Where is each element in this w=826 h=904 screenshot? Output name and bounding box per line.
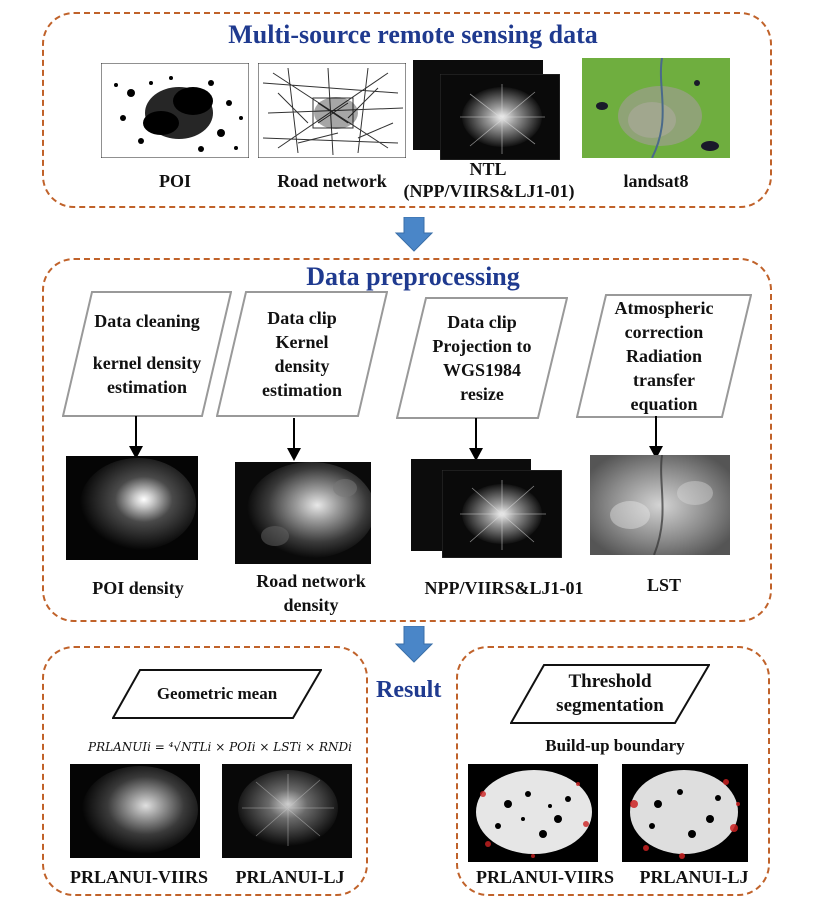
geometric-mean-label: Geometric mean <box>156 684 278 703</box>
down-arrow-icon <box>394 217 434 252</box>
threshold-segmentation-box: Threshold segmentation <box>510 664 710 724</box>
arrow-step1-icon <box>129 416 143 459</box>
result-right-panel <box>456 646 770 896</box>
road-density-label-line1: Road network <box>256 571 366 591</box>
step4-line4: transfer <box>633 370 695 390</box>
step2-line1: Data clip <box>267 308 337 328</box>
step4-line2: correction <box>624 322 704 342</box>
threshold-lj-image <box>622 764 748 862</box>
road-density-label-line2: density <box>283 595 339 615</box>
step-data-clip-kernel: Data clip Kernel density estimation <box>216 291 388 417</box>
road-network-image <box>258 63 406 158</box>
poi-image <box>101 63 249 158</box>
build-up-boundary-label: Build-up boundary <box>545 736 685 755</box>
down-arrow-icon-2 <box>394 626 434 663</box>
poi-density-image <box>66 456 198 560</box>
ntl-image-front <box>440 74 560 160</box>
step4-line5: equation <box>630 394 698 414</box>
multi-source-title: Multi-source remote sensing data <box>228 20 598 49</box>
step2-line3: density <box>274 356 330 376</box>
step-atmospheric-correction: Atmospheric correction Radiation transfe… <box>576 294 752 418</box>
step1-line4: estimation <box>106 377 187 397</box>
threshold-line2: segmentation <box>556 695 664 716</box>
left-out2-label: PRLANUI-LJ <box>235 867 345 887</box>
arrow-step2-icon <box>287 418 301 461</box>
step3-line4: resize <box>460 384 504 404</box>
step-data-cleaning: Data cleaning kernel density estimation <box>62 291 232 417</box>
prlanui-formula: PRLANUIi = ⁴√NTLi × POIi × LSTi × RNDi <box>88 740 352 754</box>
road-density-image <box>235 462 371 564</box>
threshold-line1: Threshold <box>568 671 652 692</box>
step3-line2: Projection to <box>432 336 532 356</box>
result-label: Result <box>376 677 442 703</box>
step1-line1: Data cleaning <box>94 311 200 331</box>
preprocessing-title: Data preprocessing <box>306 262 520 291</box>
ntl-label-line2: (NPP/VIIRS&LJ1-01) <box>403 181 575 201</box>
result-left-panel <box>42 646 368 896</box>
arrow-step4-icon <box>649 416 663 459</box>
lst-label: LST <box>646 575 682 595</box>
step2-line2: Kernel <box>275 332 329 352</box>
step1-line3: kernel density <box>92 353 202 373</box>
ntl-label-line1: NTL <box>469 159 507 179</box>
road-network-label: Road network <box>277 171 387 191</box>
prlanui-viirs-image <box>70 764 200 858</box>
step-data-clip-projection: Data clip Projection to WGS1984 resize <box>396 297 568 419</box>
preprocessing-panel <box>42 258 772 622</box>
ntl-preprocessed-label: NPP/VIIRS&LJ1-01 <box>424 578 584 598</box>
poi-label: POI <box>158 171 191 191</box>
landsat8-image <box>582 58 730 158</box>
arrow-step3-icon <box>469 418 483 461</box>
step3-line3: WGS1984 <box>442 360 521 380</box>
right-out2-label: PRLANUI-LJ <box>639 867 749 887</box>
landsat8-label: landsat8 <box>623 171 689 191</box>
ntl-preprocessed-front <box>442 470 562 558</box>
step4-line3: Radiation <box>625 346 702 366</box>
geometric-mean-box: Geometric mean <box>112 669 322 719</box>
multi-source-panel <box>42 12 772 208</box>
threshold-viirs-image <box>468 764 598 862</box>
step2-line4: estimation <box>262 380 342 400</box>
poi-density-label: POI density <box>92 578 184 598</box>
step3-line1: Data clip <box>447 312 517 332</box>
prlanui-lj-image <box>222 764 352 858</box>
left-out1-label: PRLANUI-VIIRS <box>69 867 208 887</box>
lst-image <box>590 455 730 555</box>
right-out1-label: PRLANUI-VIIRS <box>475 867 614 887</box>
step4-line1: Atmospheric <box>614 298 714 318</box>
